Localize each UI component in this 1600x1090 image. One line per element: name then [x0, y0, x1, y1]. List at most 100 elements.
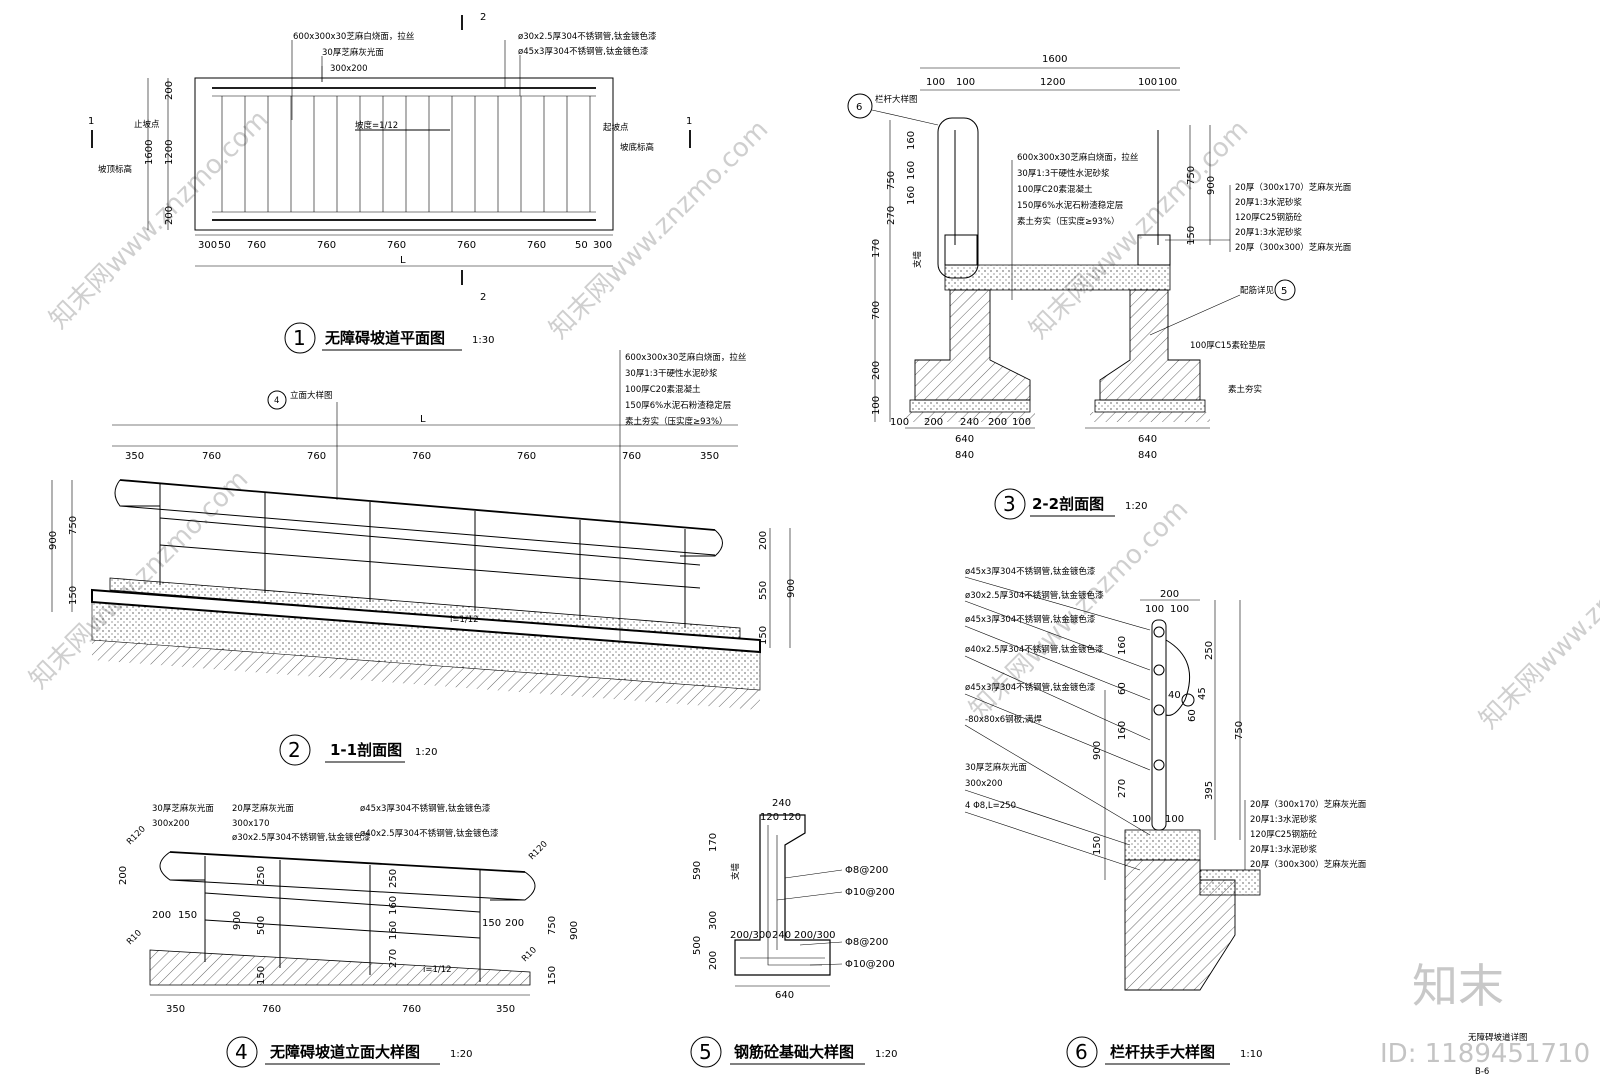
- hr-rnote-0: 20厚（300x170）芝麻灰光面: [1250, 799, 1367, 810]
- title-6-text: 栏杆扶手大样图: [1110, 1043, 1215, 1061]
- elev-radius-1: R120: [527, 839, 550, 862]
- s11-note-4: 素土夯实（压实度≥93%）: [625, 416, 728, 427]
- fnd-rebar-1: Φ10@200: [845, 887, 895, 898]
- fnd-left-1: 590: [692, 861, 703, 880]
- s11-posts: [159, 484, 686, 628]
- hr-dim-6: 250: [1204, 641, 1215, 660]
- s22-base-0: 640: [955, 434, 974, 445]
- sheet-label: 无障碍坡道详图: [1468, 1032, 1528, 1043]
- s22-note-2: 100厚C20素混凝土: [1017, 184, 1093, 195]
- title-5-num: 5: [699, 1040, 712, 1064]
- s11-dim-2: 760: [307, 451, 326, 462]
- s22-right-0: 750: [1186, 166, 1197, 185]
- plan-dim-1: 50: [218, 240, 231, 251]
- watermark-brand: 知末: [1412, 959, 1504, 1013]
- plan-note-7: 坡顶标高: [98, 164, 132, 175]
- elev-bot-1: 760: [262, 1004, 281, 1015]
- s11-note-0: 600x300x30芝麻白烧面，拉丝: [625, 352, 747, 363]
- plan-step-lines: [221, 96, 591, 212]
- s22-left-8: 100: [871, 396, 882, 415]
- s11-left-0: 900: [48, 531, 59, 550]
- elev-bot-0: 350: [166, 1004, 185, 1015]
- plan-side-0: 200: [164, 81, 175, 100]
- s22-left-0: 160: [906, 131, 917, 150]
- title-2-text: 1-1剖面图: [330, 741, 402, 759]
- s11-left-1: 750: [68, 516, 79, 535]
- s22-rnote-2: 120厚C25钢筋砼: [1235, 212, 1302, 223]
- s11-left-2: 150: [68, 586, 79, 605]
- elev-dim-13: 750: [547, 916, 558, 935]
- title-drawing-5: 5 钢筋砼基础大样图 1:20: [690, 1036, 897, 1068]
- drawing-elevation: i=1/12 30厚芝麻灰光面 300x200 20厚芝麻灰光面 300x170…: [118, 803, 580, 1015]
- plan-sec-mark-1b: 1: [686, 116, 692, 127]
- fnd-left-0: 170: [708, 833, 719, 852]
- s22-left-7: 200: [871, 361, 882, 380]
- hr-top-1: 100: [1145, 604, 1164, 615]
- hr-rnote-3: 20厚1:3水泥砂浆: [1250, 844, 1317, 855]
- s22-base-1b: 840: [1138, 450, 1157, 461]
- s22-base-note: 100厚C15素砼垫层: [1190, 340, 1265, 351]
- plan-note-3: ø30x2.5厚304不锈钢管,钛金镀色漆: [518, 31, 657, 42]
- title-6-num: 6: [1075, 1040, 1088, 1064]
- s22-top-1: 100: [956, 77, 975, 88]
- hr-note-7: 300x200: [965, 779, 1002, 789]
- drawing-plan: 坡度=1/12 600x300x30芝麻白烧面，拉丝 30厚芝麻灰光面 300x…: [88, 12, 692, 303]
- s11-right-3: 150: [758, 626, 769, 645]
- fnd-left-4: 200: [708, 951, 719, 970]
- s22-note-4: 素土夯实（压实度≥93%）: [1017, 216, 1120, 227]
- title-2-num: 2: [288, 738, 301, 762]
- plan-note-0: 600x300x30芝麻白烧面，拉丝: [293, 31, 415, 42]
- s22-rnote-3: 20厚1:3水泥砂浆: [1235, 227, 1302, 238]
- elev-radius-2: R10: [125, 928, 144, 947]
- hr-rnote-2: 120厚C25钢筋砼: [1250, 829, 1317, 840]
- hr-dim-0: 160: [1117, 636, 1128, 655]
- s22-bot-3: 200: [988, 417, 1007, 428]
- s11-note-1: 30厚1:3干硬性水泥砂浆: [625, 368, 718, 379]
- hr-top-2: 100: [1170, 604, 1189, 615]
- s22-note-0: 600x300x30芝麻白烧面，拉丝: [1017, 152, 1139, 163]
- elev-dim-14: 900: [569, 921, 580, 940]
- s22-callout: 栏杆大样图: [875, 94, 918, 105]
- hr-note-5: -80x80x6钢板,满焊: [965, 714, 1042, 725]
- elev-bot-2: 760: [402, 1004, 421, 1015]
- elev-dim-15: 150: [547, 966, 558, 985]
- fnd-rebar-3: Φ10@200: [845, 959, 895, 970]
- plan-dim-8: 300: [593, 240, 612, 251]
- s11-dim-0: 350: [125, 451, 144, 462]
- s22-left-2: 160: [906, 186, 917, 205]
- plan-note-5: 止坡点: [134, 119, 160, 130]
- elev-dim-9: 160: [388, 896, 399, 915]
- s11-slope: i=1/12: [450, 615, 479, 625]
- title-1-scale: 1:30: [472, 335, 494, 346]
- plan-note-2: 300x200: [330, 64, 367, 74]
- drawing-handrail: ø45x3厚304不锈钢管,钛金镀色漆 ø30x2.5厚304不锈钢管,钛金镀色…: [964, 566, 1367, 991]
- s22-bot-0: 100: [890, 417, 909, 428]
- elev-dim-0: 200: [118, 866, 129, 885]
- plan-slope: 坡度=1/12: [355, 120, 398, 131]
- s22-right-2: 150: [1186, 226, 1197, 245]
- elev-note-4: ø30x2.5厚304不锈钢管,钛金镀色漆: [232, 832, 371, 843]
- s11-callout-num: 4: [274, 396, 279, 406]
- s22-note-3: 150厚6%水泥石粉渣稳定层: [1017, 200, 1123, 211]
- title-drawing-6: 6 栏杆扶手大样图 1:10: [1066, 1036, 1262, 1068]
- s11-dim-1: 760: [202, 451, 221, 462]
- hr-dim-2: 160: [1117, 721, 1128, 740]
- title-drawing-4: 4 无障碍坡道立面大样图 1:20: [226, 1036, 472, 1068]
- elev-dim-12: 150: [256, 966, 267, 985]
- s11-right-2: 900: [786, 579, 797, 598]
- elev-dim-10: 160: [388, 921, 399, 940]
- title-3-text: 2-2剖面图: [1032, 495, 1104, 513]
- s11-note-2: 100厚C20素混凝土: [625, 384, 701, 395]
- hr-rnote-4: 20厚（300x300）芝麻灰光面: [1250, 859, 1367, 870]
- elev-note-5: ø45x3厚304不锈钢管,钛金镀色漆: [360, 803, 491, 814]
- plan-sec-mark-1a: 1: [88, 116, 94, 127]
- hr-dim-8: 60: [1187, 709, 1198, 722]
- watermark-id: ID: 1189451710: [1380, 1039, 1590, 1069]
- fnd-rebar-0: Φ8@200: [845, 865, 888, 876]
- title-4-scale: 1:20: [450, 1049, 472, 1060]
- fnd-rebar-2: Φ8@200: [845, 937, 888, 948]
- drawing-foundation: 240 120 120 170 590 300 500 200 200/300 …: [692, 798, 895, 1001]
- title-5-scale: 1:20: [875, 1049, 897, 1060]
- plan-dim-5: 760: [457, 240, 476, 251]
